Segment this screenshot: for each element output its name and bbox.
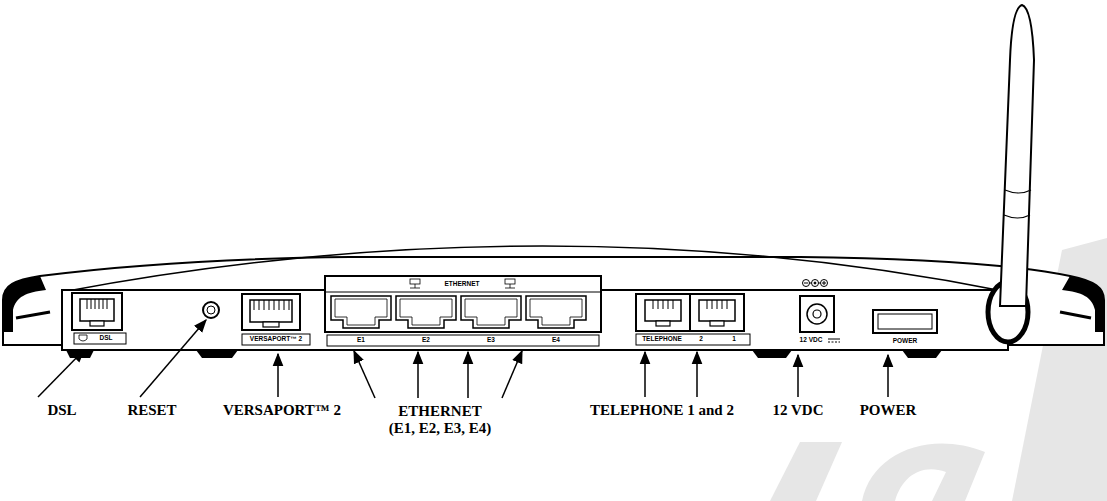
panel-marking: POWER bbox=[893, 338, 918, 345]
panel-marking: E4 bbox=[552, 337, 560, 344]
router-housing bbox=[3, 246, 1104, 350]
power-jack bbox=[800, 280, 840, 343]
panel-marking: E2 bbox=[422, 337, 430, 344]
panel-marking: 2 bbox=[699, 336, 703, 343]
antenna bbox=[988, 5, 1034, 342]
callout-label: 12 VDC bbox=[773, 402, 824, 419]
panel-marking: 12 VDC bbox=[800, 337, 823, 344]
telephone-jacks bbox=[636, 294, 750, 345]
panel-marking: TELEPHONE bbox=[642, 336, 682, 343]
panel-marking: DSL bbox=[100, 335, 113, 342]
dsl-jack bbox=[72, 293, 126, 344]
panel-marking: 1 bbox=[732, 336, 736, 343]
callout-label: RESET bbox=[127, 402, 176, 419]
callout-label: POWER bbox=[860, 402, 917, 419]
power-switch bbox=[873, 310, 937, 333]
panel-marking: VERSAPORT™ 2 bbox=[250, 336, 302, 343]
panel-marking: E3 bbox=[487, 337, 495, 344]
callout-label: TELEPHONE 1 and 2 bbox=[590, 402, 734, 419]
leader-arrows bbox=[38, 320, 888, 398]
ethernet-ports bbox=[325, 276, 601, 346]
callout-label: DSL bbox=[47, 402, 76, 419]
callout-label: ETHERNET (E1, E2, E3, E4) bbox=[389, 403, 492, 438]
reset-button bbox=[203, 302, 219, 318]
versaport-jack bbox=[242, 294, 310, 345]
feet bbox=[66, 350, 942, 358]
panel-marking: ETHERNET bbox=[444, 281, 479, 288]
callout-label: VERSAPORT™ 2 bbox=[223, 402, 341, 419]
panel-marking: E1 bbox=[357, 337, 365, 344]
